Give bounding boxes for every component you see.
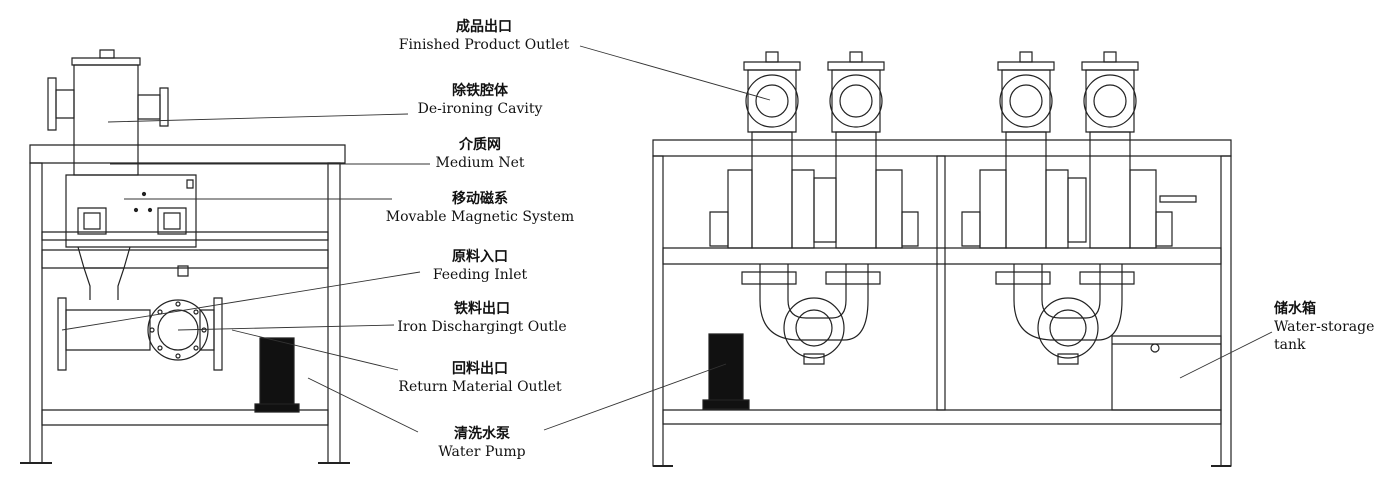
label-de-ironing-cavity: 除铁腔体 De-ironing Cavity xyxy=(400,82,560,118)
label-return-material-outlet: 回料出口 Return Material Outlet xyxy=(388,360,572,396)
right-mid-beam xyxy=(663,248,1221,264)
right-machine-front-view xyxy=(653,52,1231,466)
left-leg-right xyxy=(328,163,340,463)
label-en: De-ironing Cavity xyxy=(417,101,543,117)
leader-feeding-inlet xyxy=(62,272,420,330)
leader-de-ironing-cavity xyxy=(108,114,408,122)
label-en: Water-storage xyxy=(1274,319,1375,335)
left-machine-side-view xyxy=(20,50,350,463)
label-zh: 原料入口 xyxy=(452,249,508,265)
leader-finished-product-outlet xyxy=(580,46,770,100)
label-en: Medium Net xyxy=(435,155,525,171)
water-storage-tank-box xyxy=(1112,336,1221,410)
label-medium-net: 介质网 Medium Net xyxy=(420,136,540,172)
leader-water-storage-tank xyxy=(1180,332,1272,378)
label-feeding-inlet: 原料入口 Feeding Inlet xyxy=(410,248,550,284)
left-bottom-beam xyxy=(42,410,328,425)
label-zh: 回料出口 xyxy=(452,361,508,377)
leader-water-pump-right xyxy=(544,364,726,430)
label-finished-product-outlet: 成品出口 Finished Product Outlet xyxy=(384,18,584,54)
label-en: Movable Magnetic System xyxy=(385,209,575,225)
label-en: Iron Dischargingt Outle xyxy=(397,319,567,335)
label-zh: 成品出口 xyxy=(456,19,512,35)
label-movable-magnetic-system: 移动磁系 Movable Magnetic System xyxy=(372,190,588,226)
leader-water-pump-left xyxy=(308,378,418,432)
label-zh: 介质网 xyxy=(459,137,501,153)
left-mid-beam-2 xyxy=(42,250,328,268)
left-mid-beam xyxy=(42,232,328,240)
label-zh: 储水箱 xyxy=(1274,301,1316,317)
leader-return-material-outlet xyxy=(232,330,398,370)
right-bottom-beam xyxy=(663,410,1221,424)
left-cavity xyxy=(74,65,138,175)
label-en: Finished Product Outlet xyxy=(398,37,570,53)
label-en: Return Material Outlet xyxy=(398,379,562,395)
column-4 xyxy=(1082,52,1138,248)
label-zh: 清洗水泵 xyxy=(454,426,510,442)
column-3 xyxy=(998,52,1054,248)
right-leg-right xyxy=(1221,156,1231,466)
label-water-pump: 清洗水泵 Water Pump xyxy=(420,425,544,461)
label-en-line2: tank xyxy=(1274,337,1306,353)
label-water-storage-tank: 储水箱 Water-storage tank xyxy=(1274,300,1394,354)
label-en: Water Pump xyxy=(438,444,526,460)
left-water-pump xyxy=(260,338,294,406)
right-leg-left xyxy=(653,156,663,466)
label-zh: 除铁腔体 xyxy=(452,83,508,99)
left-top-beam xyxy=(30,145,345,163)
left-flange-outer xyxy=(148,300,208,360)
left-leg-left xyxy=(30,163,42,463)
label-iron-discharging-outlet: 铁料出口 Iron Dischargingt Outle xyxy=(384,300,580,336)
label-zh: 移动磁系 xyxy=(452,191,508,207)
column-2 xyxy=(828,52,884,248)
label-zh: 铁料出口 xyxy=(454,301,510,317)
label-en: Feeding Inlet xyxy=(432,267,528,283)
left-magnet-box xyxy=(66,175,196,247)
leader-iron-discharging-outlet xyxy=(178,325,394,330)
leader-lines xyxy=(62,46,1272,432)
right-top-beam xyxy=(653,140,1231,156)
